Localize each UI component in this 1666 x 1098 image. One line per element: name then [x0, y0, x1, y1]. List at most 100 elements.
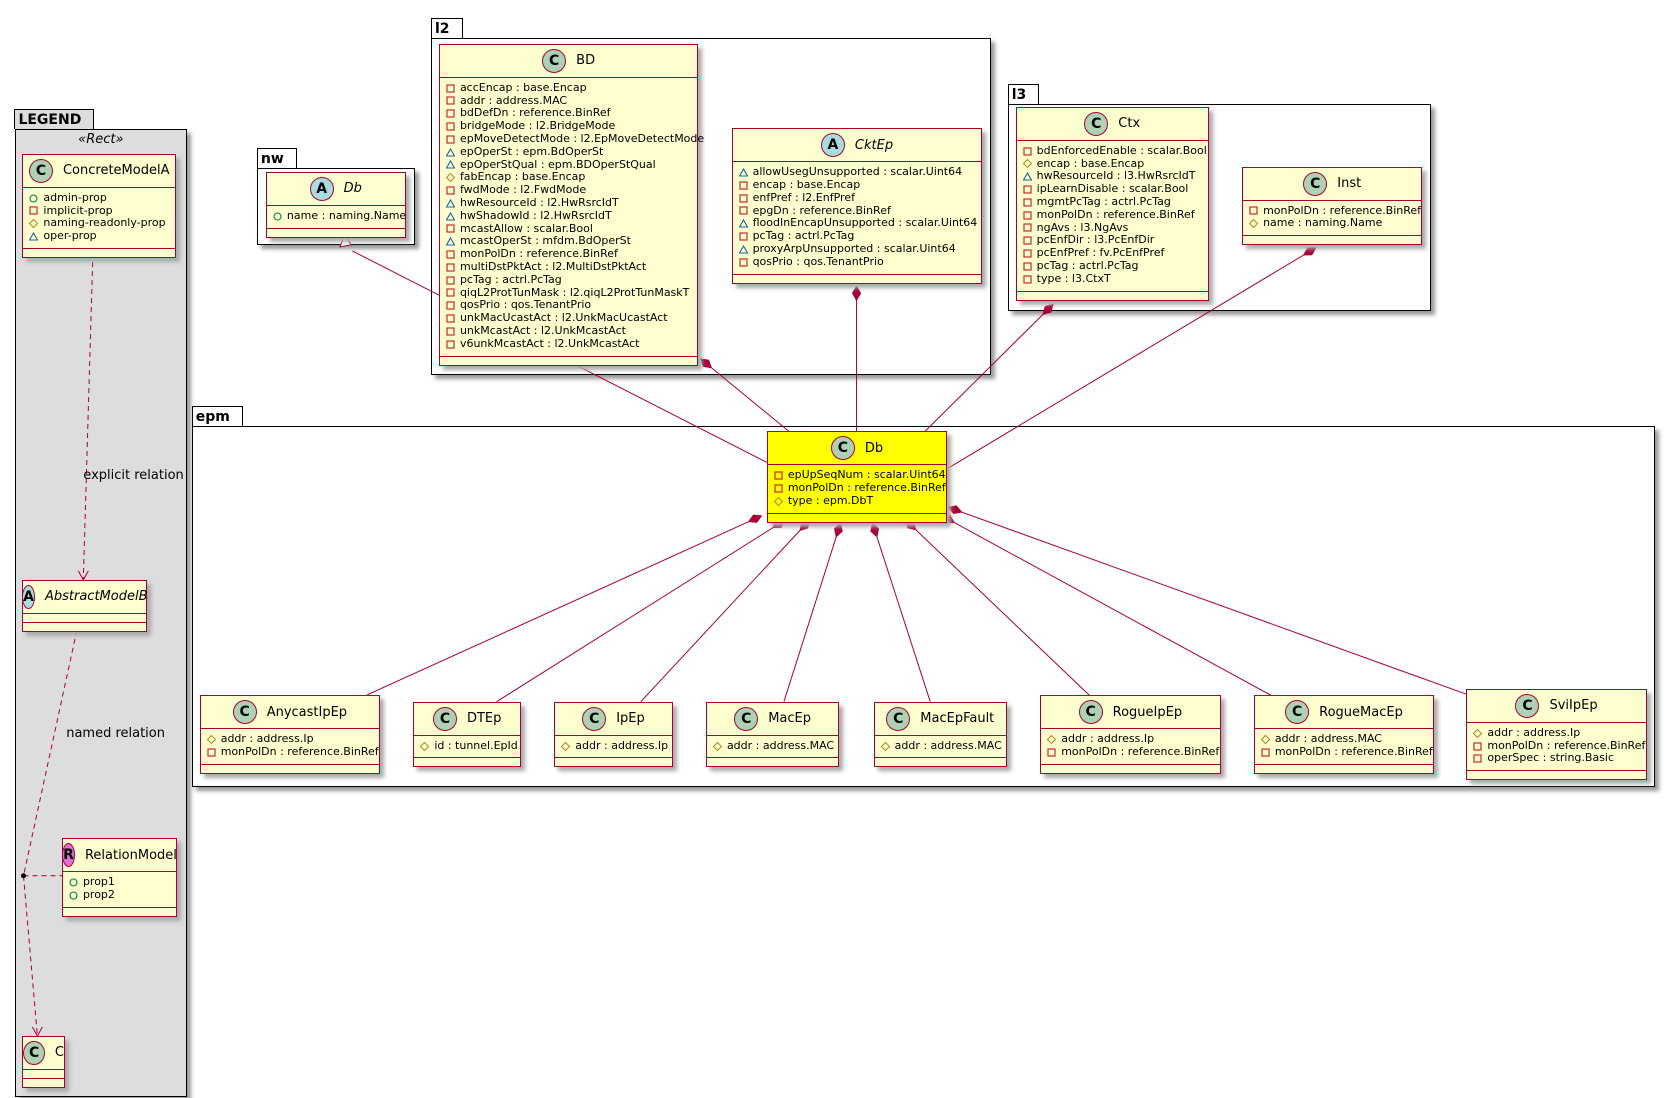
attribute-text: ngAvs : l3.NgAvs [1036, 220, 1129, 234]
attribute: addr : address.MAC [1260, 732, 1427, 746]
attribute: oper-prop [29, 229, 169, 243]
class-kind-C-icon: C [232, 700, 257, 725]
private-square-icon [738, 181, 748, 190]
protected-diamond-icon [561, 741, 571, 751]
attribute-text: encap : base.Encap [752, 177, 861, 191]
attribute-text: bdEnforcedEnable : scalar.Bool [1036, 143, 1207, 157]
method-list [63, 908, 176, 916]
attribute: bdEnforcedEnable : scalar.Bool [1023, 144, 1207, 158]
private-square-icon [1023, 211, 1032, 220]
public-circle-icon [273, 212, 282, 221]
attribute: mcastAllow : scalar.Bool [446, 222, 691, 236]
attribute-text: name : naming.Name [1263, 216, 1383, 230]
attribute: monPolDn : reference.BinRef [1023, 208, 1202, 222]
private-square-icon [1023, 236, 1032, 245]
attribute-text: monPolDn : reference.BinRef [1274, 745, 1433, 759]
attribute: bdDefDn : reference.BinRef [446, 107, 691, 120]
protected-diamond-icon [1473, 728, 1483, 738]
inst-db-composition-diamond-icon [1302, 247, 1317, 256]
attribute-list: id : tunnel.EpId [414, 736, 521, 759]
attribute: v6unkMcastAct : l2.UnkMcastAct [446, 337, 691, 351]
private-square-icon [774, 471, 783, 480]
class-kind-C-icon: C [582, 706, 607, 731]
attribute-text: pcTag : actrl.PcTag [1036, 258, 1139, 272]
attribute-text: mcastOperSt : mfdm.BdOperSt [459, 234, 631, 248]
attribute-text: qosPrio : qos.TenantPrio [459, 298, 592, 312]
class-name: ConcreteModelA [62, 163, 170, 179]
attribute-text: prop1 [82, 875, 115, 889]
ctx-db-edge [923, 304, 1054, 433]
class-name: RelationModel [84, 847, 177, 863]
class-kind-C-icon: C [830, 436, 855, 461]
attribute-text: monPolDn : reference.BinRef [1263, 203, 1422, 217]
private-square-icon [1261, 748, 1270, 757]
attribute: type : epm.DbT [773, 494, 940, 508]
attribute-text: pcTag : actrl.PcTag [459, 272, 562, 286]
attribute-text: hwResourceId : l2.HwRsrcIdT [459, 195, 619, 209]
attribute: encap : base.Encap [738, 177, 976, 192]
named-relation-edge-2 [22, 875, 38, 1037]
package-triangle-icon [738, 168, 748, 177]
package-triangle-icon [445, 147, 455, 157]
private-square-icon [1473, 754, 1482, 763]
attribute-text: addr : address.Ip [1061, 732, 1155, 746]
attribute-text: accEncap : base.Encap [459, 80, 587, 94]
attribute-list: addr : address.MAC [706, 736, 839, 759]
attribute-text: addr : address.MAC [726, 738, 835, 752]
method-list [440, 357, 697, 365]
attribute-text: monPolDn : reference.BinRef [1487, 738, 1646, 752]
class-name: AnycastIpEp [266, 704, 348, 720]
package-triangle-icon [738, 244, 748, 254]
class-name: Db [864, 440, 884, 456]
class-kind-C-icon: C [886, 706, 911, 731]
protected-diamond-icon [712, 741, 722, 751]
private-square-icon [446, 301, 455, 310]
private-square-icon [738, 232, 748, 241]
attribute-text: allowUsegUnsupported : scalar.Uint64 [752, 165, 963, 179]
class-kind-A-icon: A [820, 133, 845, 158]
package-triangle-icon [738, 219, 748, 228]
class-kind-C-icon: C [1285, 700, 1310, 725]
attribute: enfPref : l2.EnfPref [738, 191, 976, 205]
named-relation-label: named relation [66, 726, 165, 742]
attribute-list: name : naming.Name [266, 206, 406, 229]
public-circle-icon [69, 878, 78, 887]
package-epm-label: epm [191, 406, 243, 427]
attribute-text: addr : address.MAC [1274, 732, 1382, 746]
private-square-icon [1047, 748, 1056, 757]
private-square-icon [1473, 741, 1482, 751]
protected-diamond-icon [206, 735, 216, 745]
attribute: mgmtPcTag : actrl.PcTag [1023, 195, 1202, 209]
method-list [555, 758, 671, 766]
attribute: mcastOperSt : mfdm.BdOperSt [445, 234, 691, 248]
inheritance-triangle-icon [339, 232, 352, 248]
attribute-text: id : tunnel.EpId [434, 738, 518, 752]
class-name: RogueMacEp [1319, 704, 1403, 720]
